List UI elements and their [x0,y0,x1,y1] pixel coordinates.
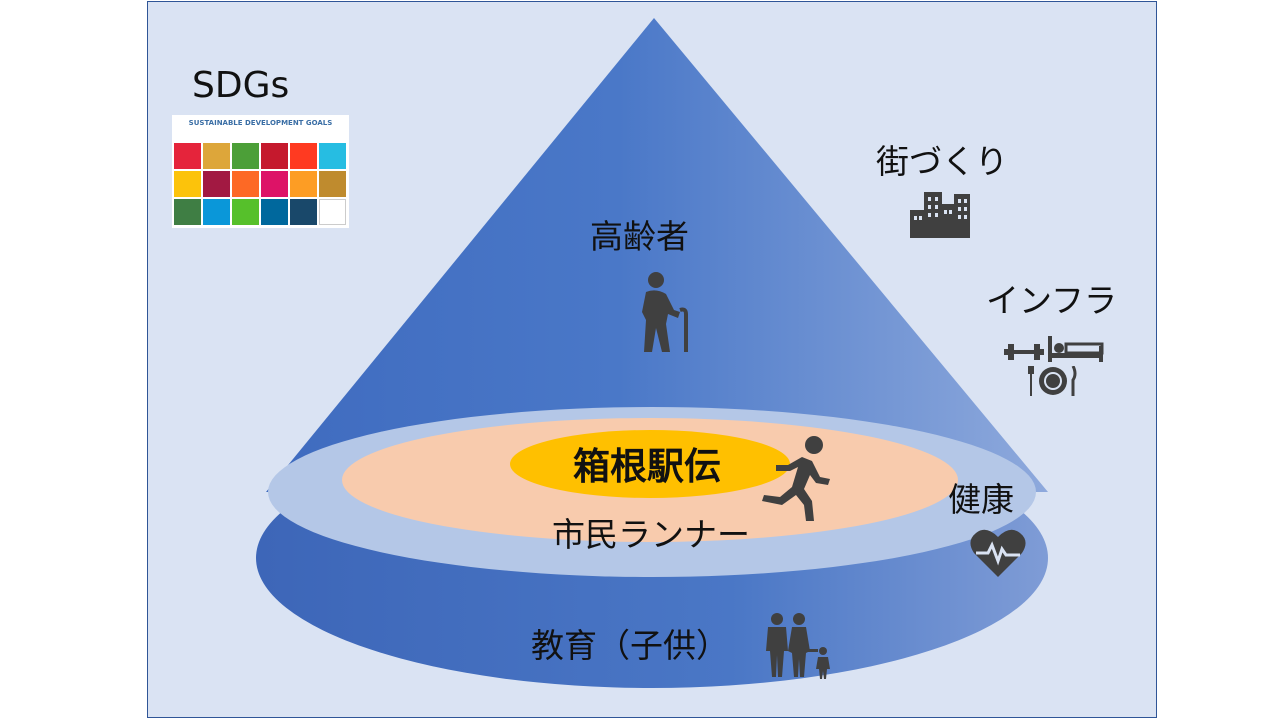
slide-canvas: SDGs SUSTAINABLE DEVELOPMENT GOALS 高齢者 街… [147,1,1157,718]
label-education: 教育（子供） [531,626,729,665]
heart-pulse-icon [970,529,1026,577]
sdgs-title: SDGs [192,65,290,106]
sdg-tile [232,199,259,225]
buildings-icon [910,192,970,238]
sdg-tile [290,199,317,225]
running-person-icon [762,436,830,521]
label-health: 健康 [948,480,1014,519]
dining-icon [1028,366,1077,396]
sdg-tile [261,171,288,197]
sdg-tile [261,143,288,169]
sdg-tile [174,143,201,169]
sdg-tile [203,171,230,197]
sdg-tile [319,171,346,197]
sdg-tile [174,171,201,197]
sdg-tile [290,143,317,169]
sdg-tile [232,143,259,169]
sdg-tile [261,199,288,225]
sdg-tile [232,171,259,197]
sdg-tile [203,199,230,225]
sdg-tile [174,199,201,225]
sdg-tile [203,143,230,169]
family-icon [766,613,830,679]
label-infra: インフラ [986,281,1118,320]
cone-body [266,18,1048,492]
sdg-tile [319,199,346,225]
sdg-tile [319,143,346,169]
sdg-tile-grid [174,143,347,225]
cone-diagram [256,18,1048,688]
label-town: 街づくり [876,142,1008,181]
sdg-logo-header: SUSTAINABLE DEVELOPMENT GOALS [188,119,333,127]
label-relay: 箱根駅伝 [573,445,721,488]
label-elderly: 高齢者 [590,217,689,256]
sdg-tile [290,171,317,197]
elderly-person-icon [642,272,688,352]
dumbbell-icon [1004,344,1044,360]
core-area [510,430,790,498]
label-runners: 市民ランナー [552,515,750,554]
sdg-logo: SUSTAINABLE DEVELOPMENT GOALS [172,115,349,228]
bed-icon [1048,336,1104,362]
